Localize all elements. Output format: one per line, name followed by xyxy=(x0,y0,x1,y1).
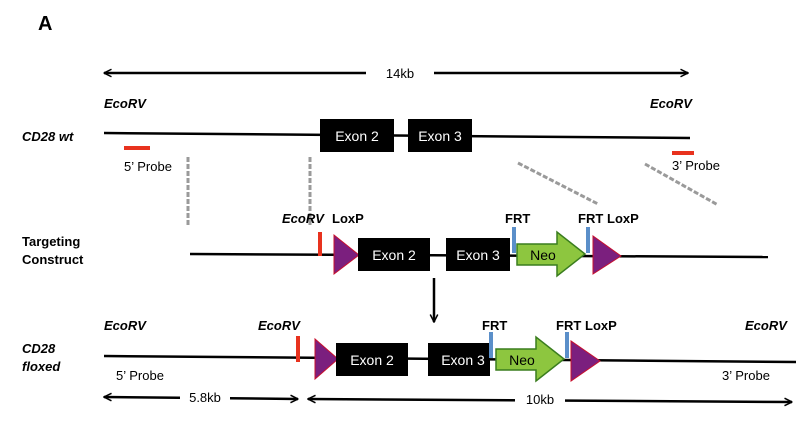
construct-neo-arrow xyxy=(516,230,587,278)
construct-loxp-left-icon xyxy=(333,233,360,276)
construct-neo-label: Neo xyxy=(530,247,556,263)
floxed-exon2 xyxy=(336,343,408,376)
construct-frt-left: FRT xyxy=(505,211,530,226)
wt-size-label: 14kb xyxy=(386,66,414,81)
floxed-size-right-bg xyxy=(515,389,565,409)
construct-ecorv: EcoRV xyxy=(282,211,325,226)
floxed-label-line2: floxed xyxy=(22,359,61,374)
wt-size-label-bg xyxy=(366,62,434,84)
floxed-loxp: LoxP xyxy=(585,318,617,333)
floxed-neo-label: Neo xyxy=(509,352,535,368)
wt-exon3 xyxy=(408,119,472,152)
construct-exon3 xyxy=(446,238,510,271)
construct-loxp-left: LoxP xyxy=(332,211,364,226)
wt-probe3-label: 3’ Probe xyxy=(672,158,720,173)
wt-probe5-label: 5’ Probe xyxy=(124,159,172,174)
floxed-frt-right: FRT xyxy=(556,318,581,333)
floxed-exon3-label: Exon 3 xyxy=(441,352,485,368)
floxed-loxp-left-icon xyxy=(314,337,339,381)
construct-exon2-label: Exon 2 xyxy=(372,247,416,263)
wt-exon3-label: Exon 3 xyxy=(418,128,462,144)
floxed-ecorv-3: EcoRV xyxy=(745,318,788,333)
floxed-probe3-label: 3’ Probe xyxy=(722,368,770,383)
wt-row-label: CD28 wt xyxy=(22,129,74,144)
floxed-size-right: 10kb xyxy=(526,392,554,407)
floxed-probe5-label: 5’ Probe xyxy=(116,368,164,383)
construct-label-line1: Targeting xyxy=(22,234,80,249)
construct-exon3-label: Exon 3 xyxy=(456,247,500,263)
floxed-exon2-label: Exon 2 xyxy=(350,352,394,368)
floxed-size-left-bg xyxy=(180,387,230,407)
construct-label-line2: Construct xyxy=(22,252,84,267)
floxed-size-left: 5.8kb xyxy=(189,390,221,405)
floxed-ecorv-2: EcoRV xyxy=(258,318,301,333)
panel-label: A xyxy=(38,13,52,35)
wt-exon2-label: Exon 2 xyxy=(335,128,379,144)
wt-ecorv-right: EcoRV xyxy=(650,96,693,111)
construct-exon2 xyxy=(358,238,430,271)
construct-loxp-right-icon xyxy=(592,235,622,275)
wt-ecorv-left: EcoRV xyxy=(104,96,147,111)
floxed-loxp-right-icon xyxy=(570,340,601,382)
wt-exon2 xyxy=(320,119,394,152)
floxed-neo-arrow xyxy=(495,335,566,383)
floxed-frt-left: FRT xyxy=(482,318,507,333)
floxed-label-line1: CD28 xyxy=(22,341,56,356)
floxed-ecorv-1: EcoRV xyxy=(104,318,147,333)
homology-guide-3 xyxy=(517,161,599,206)
floxed-exon3 xyxy=(428,343,490,376)
construct-loxp-right: LoxP xyxy=(607,211,639,226)
wt-gene-line xyxy=(103,131,691,140)
construct-frt-right: FRT xyxy=(578,211,603,226)
